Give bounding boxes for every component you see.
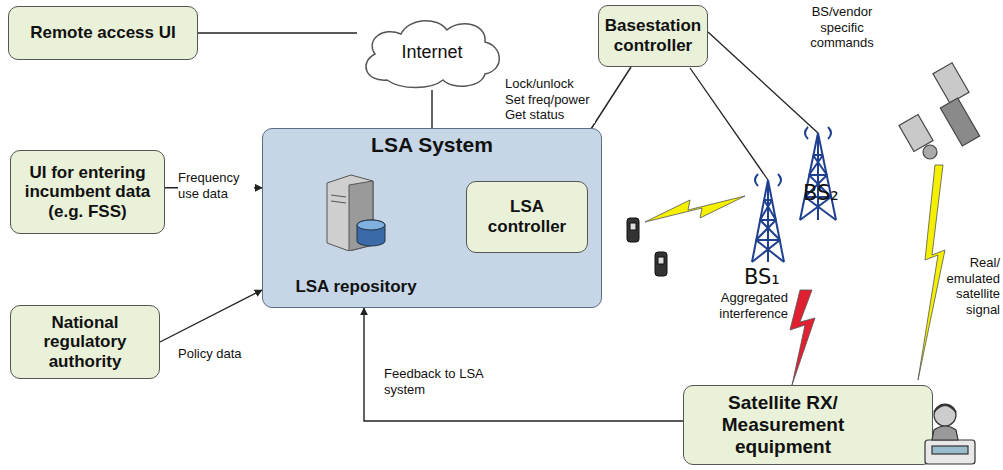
station-name: BS₂ [803,181,853,206]
ui-box: UI for entering incumbent data (e.g. FSS… [10,150,165,234]
connector [364,308,683,421]
authority-box: National regulatory authority [10,305,160,379]
connector [160,290,262,342]
node-text: UI for entering incumbent data (e.g. FSS… [11,163,164,222]
annotation: BS/vendor specific commands [800,4,884,51]
edge-label: Frequency use data [178,170,254,201]
repository-server: LSA repository [286,169,426,301]
controller-box: LSA controller [466,181,588,253]
edge-label: Lock/unlock Set freq/power Get status [505,76,595,123]
node-text: LSA controller [467,197,587,236]
controller-box: Basestation controller [598,5,708,67]
annotation: Aggregated interference [700,290,788,321]
node-text: LSA System [365,133,499,157]
node-text: National regulatory authority [11,313,159,372]
node-text: LSA repository [289,277,422,297]
edge-label: Feedback to LSA system [384,366,496,397]
node-text: Satellite RX/ Measurement equipment [702,392,864,458]
ui-box: Remote access UI [8,6,198,60]
receiver-box: Satellite RX/ Measurement equipment [683,385,933,465]
connector [198,32,357,33]
station-name: BS₁ [744,265,794,290]
server-icon [321,173,391,251]
connector [431,90,432,128]
node-text: Remote access UI [24,23,182,43]
system-panel: LSA SystemLSA repository LSA controller [262,128,602,308]
node-text: Internet [395,42,468,63]
node-text: Basestation controller [599,16,707,55]
edge-label: Policy data [178,346,258,362]
annotation: Real/ emulated satellite signal [942,255,1000,317]
internet-cloud: Internet [357,14,507,90]
